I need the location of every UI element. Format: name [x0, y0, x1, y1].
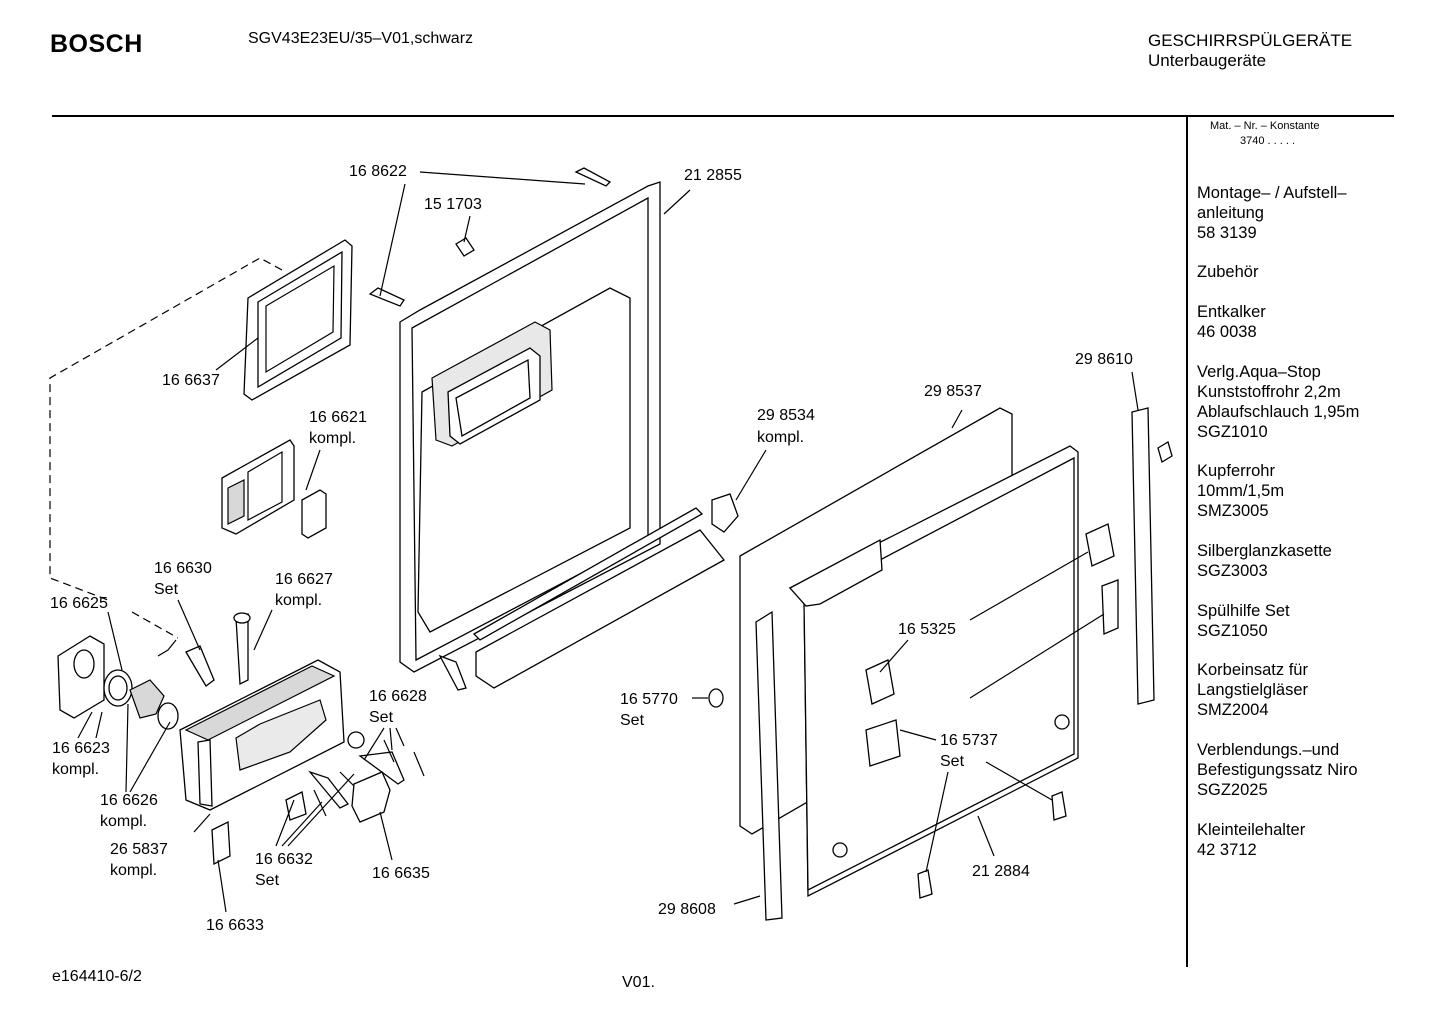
part-label: kompl.	[309, 430, 356, 447]
sidebar-entry: Spülhilfe Set SGZ1050	[1197, 601, 1290, 641]
assembly-guide-line	[131, 611, 179, 639]
part-label: 16 6621	[309, 409, 367, 426]
part-label: 16 5770	[620, 691, 678, 708]
part-label: 16 6632	[255, 851, 313, 868]
part-label: 16 6628	[369, 688, 427, 705]
version-label: V01.	[622, 974, 655, 991]
part-label: 29 8610	[1075, 351, 1133, 368]
model-number: SGV43E23EU/35–V01,schwarz	[248, 30, 474, 47]
category-title: GESCHIRRSPÜLGERÄTE	[1148, 31, 1353, 50]
sidebar-entry: Kupferrohr 10mm/1,5m SMZ3005	[1197, 461, 1284, 521]
entry-line: 10mm/1,5m	[1197, 482, 1285, 500]
sidebar-entry: Verlg.Aqua–Stop Kunststoffrohr 2,2m Abla…	[1197, 362, 1359, 442]
part-label: 16 6623	[52, 740, 110, 757]
side-strip-part	[708, 407, 1173, 708]
screw-part	[368, 167, 612, 307]
entry-line: Kupferrohr	[1197, 462, 1275, 480]
entry-line: Spülhilfe Set	[1197, 602, 1290, 620]
brand-logo: BOSCH	[50, 30, 143, 58]
entry-line: 42 3712	[1197, 841, 1257, 859]
part-label: 15 1703	[424, 196, 482, 213]
entry-line: Ablaufschlauch 1,95m	[1197, 403, 1360, 421]
part-label: 29 8537	[924, 383, 982, 400]
entry-line: 58 3139	[1197, 224, 1257, 242]
mat-nr-label: Mat. – Nr. – Konstante	[1210, 120, 1320, 132]
part-label: Set	[154, 581, 179, 598]
entry-line: Verblendungs.–und	[1197, 741, 1340, 759]
entry-line: SMZ2004	[1197, 701, 1269, 719]
entry-line: Silberglanzkasette	[1197, 542, 1332, 560]
entry-line: Befestigungssatz Niro	[1197, 761, 1358, 779]
entry-line: Korbeinsatz für	[1197, 661, 1308, 679]
entry-line: Kleinteilehalter	[1197, 821, 1306, 839]
part-label: Set	[940, 753, 965, 770]
entry-line: SGZ1010	[1197, 423, 1268, 441]
part-label: 16 6633	[206, 917, 264, 934]
assembly-guide-line	[49, 257, 283, 601]
mat-nr-value: 3740 . . . . .	[1240, 135, 1296, 147]
spring-part	[157, 612, 467, 866]
exploded-view-diagram: 16 8622 15 1703 21 2855 16 6637 16 6621 …	[49, 163, 1173, 934]
entry-line: Verlg.Aqua–Stop	[1197, 363, 1321, 381]
entry-line: 46 0038	[1197, 323, 1257, 341]
part-label: Set	[620, 712, 645, 729]
part-label: kompl.	[52, 761, 99, 778]
part-label: 29 8608	[658, 901, 716, 918]
window-frame-part	[243, 239, 353, 401]
entry-line: Montage– / Aufstell–	[1197, 184, 1347, 202]
sidebar-entry: Silberglanzkasette SGZ3003	[1197, 541, 1332, 581]
part-label: 16 6630	[154, 560, 212, 577]
part-label: 16 6626	[100, 792, 158, 809]
entry-line: SGZ2025	[1197, 781, 1268, 799]
entry-line: anleitung	[1197, 204, 1264, 222]
part-label: 16 6637	[162, 372, 220, 389]
sidebar-entry: Korbeinsatz für Langstielgläser SMZ2004	[1197, 660, 1308, 720]
part-label: kompl.	[110, 862, 157, 879]
entry-line: SMZ3005	[1197, 502, 1269, 520]
entry-line: Zubehör	[1197, 263, 1259, 281]
part-label: kompl.	[100, 813, 147, 830]
part-label: kompl.	[275, 592, 322, 609]
leader-lines	[77, 171, 1139, 913]
category-subtitle: Unterbaugeräte	[1148, 51, 1267, 70]
part-label: Set	[369, 709, 394, 726]
entry-line: Kunststoffrohr 2,2m	[1197, 383, 1341, 401]
entry-line: Langstielgläser	[1197, 681, 1308, 699]
sidebar-entry: Entkalker 46 0038	[1197, 302, 1266, 342]
part-label: 21 2855	[684, 167, 742, 184]
sidebar-entry: Zubehör	[1197, 262, 1258, 282]
sidebar-entry: Kleinteilehalter 42 3712	[1197, 820, 1305, 860]
part-label: 16 8622	[349, 163, 407, 180]
part-label: 16 6627	[275, 571, 333, 588]
door-rail-part	[472, 493, 739, 689]
entry-line: SGZ1050	[1197, 622, 1268, 640]
sidebar-divider	[1186, 117, 1188, 967]
part-label: Set	[255, 872, 280, 889]
sidebar-entry: Montage– / Aufstell– anleitung 58 3139	[1197, 183, 1347, 243]
entry-line: Entkalker	[1197, 303, 1266, 321]
decor-panel	[788, 445, 1119, 899]
filter-bracket-part	[221, 439, 327, 539]
part-label: 16 5737	[940, 732, 998, 749]
sidebar-entry: Verblendungs.–und Befestigungssatz Niro …	[1197, 740, 1358, 800]
entry-line: SGZ3003	[1197, 562, 1268, 580]
part-label: 16 5325	[898, 621, 956, 638]
seal-ring-part	[57, 635, 179, 730]
part-label: kompl.	[757, 429, 804, 446]
document-id: e164410-6/2	[52, 968, 142, 985]
dispenser-unit-part	[179, 659, 345, 811]
part-label: 21 2884	[972, 863, 1030, 880]
inner-door-panel	[399, 181, 661, 673]
part-label: 29 8534	[757, 407, 815, 424]
part-label: 16 6625	[50, 595, 108, 612]
part-label: 26 5837	[110, 841, 168, 858]
header-divider	[52, 115, 1394, 117]
part-label: 16 6635	[372, 865, 430, 882]
